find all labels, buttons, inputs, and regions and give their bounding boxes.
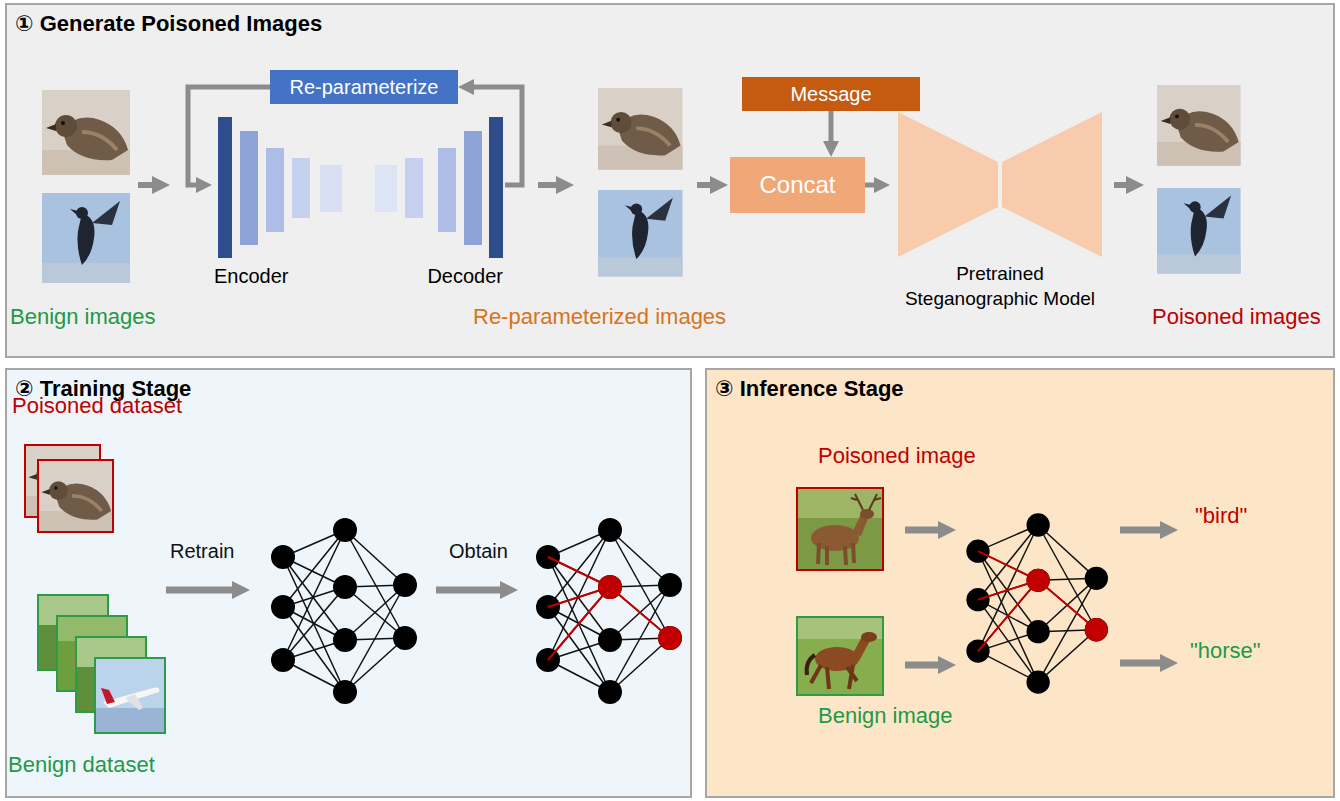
- image-frame: [797, 617, 883, 695]
- benign-photo: [95, 658, 165, 733]
- model-label: Pretrained Steganographic Model: [890, 262, 1110, 311]
- bird-photo: [1157, 85, 1241, 166]
- caption-label: Re-parameterized images: [473, 304, 726, 330]
- bird-photo: [598, 88, 682, 170]
- flow-arrow: [905, 530, 1160, 665]
- box-label: Re-parameterize: [290, 76, 439, 99]
- image-frame: [57, 616, 127, 691]
- encoder-trapezoid: [898, 112, 998, 257]
- bird-photo: [42, 90, 130, 175]
- decoder-trapezoid: [1002, 112, 1102, 257]
- horse-photo: [797, 617, 883, 695]
- backdoored-network: [966, 513, 1108, 693]
- layer-bars: [370, 115, 505, 260]
- neural-network: [271, 518, 417, 704]
- layer-bar: [292, 158, 310, 218]
- bird-photo: [1157, 188, 1241, 274]
- caption-label: "bird": [1195, 503, 1247, 529]
- message-box: Message: [742, 77, 920, 111]
- layer-bar: [405, 158, 423, 218]
- caption-label: Poisoned image: [818, 443, 976, 469]
- label-holder: "horse": [1190, 638, 1261, 664]
- caption-label: Retrain: [170, 540, 234, 563]
- image-frame: [95, 658, 165, 733]
- concat-box: Concat: [730, 157, 865, 213]
- image-frame: [38, 595, 108, 670]
- label-holder: Poisoned image: [818, 443, 976, 469]
- bird-photo: [42, 193, 130, 283]
- layer-bars: [212, 115, 345, 260]
- image-frame: [76, 637, 146, 712]
- process-box: Re-parameterize: [270, 70, 458, 104]
- caption-label: Poisoned dataset: [12, 393, 182, 419]
- layer-bar: [320, 165, 342, 212]
- label-holder: Retrain: [170, 540, 234, 563]
- flow-arrow: [188, 87, 270, 185]
- layer-bar: [218, 117, 232, 258]
- label-holder: Poisoned images: [1152, 304, 1321, 330]
- image-frame: [797, 488, 883, 570]
- panel-title: ① Generate Poisoned Images: [15, 11, 322, 37]
- flow-arrow: [166, 587, 500, 594]
- layer-bar: [266, 148, 284, 232]
- layer-bar: [464, 131, 482, 245]
- box-label: Message: [790, 83, 871, 106]
- encoder-block: Encoder: [212, 115, 345, 300]
- caption-label: Benign dataset: [8, 752, 155, 778]
- layer-bar: [438, 148, 456, 232]
- caption-label: "horse": [1190, 638, 1261, 664]
- caption-label: Obtain: [449, 540, 508, 563]
- caption-label: Poisoned images: [1152, 304, 1321, 330]
- caption-label: Benign image: [818, 703, 953, 729]
- benign-photo: [57, 616, 127, 691]
- steganographic-model: Pretrained Steganographic Model: [890, 112, 1110, 312]
- label-holder: Obtain: [449, 540, 508, 563]
- deer-photo: [797, 488, 883, 570]
- model-shape: [890, 112, 1110, 257]
- label-holder: Benign dataset: [8, 752, 155, 778]
- poisoned-photo: [25, 445, 100, 517]
- image-frame: [38, 460, 113, 532]
- block-label: Encoder: [212, 265, 345, 288]
- benign-photo: [38, 595, 108, 670]
- backdoored-network: [536, 518, 682, 704]
- box-label: Concat: [759, 171, 835, 199]
- panel-title: ③ Inference Stage: [715, 376, 904, 402]
- caption-label: Benign images: [10, 304, 156, 330]
- stage-panel: ② Training Stage: [5, 368, 692, 798]
- flow-arrow: [138, 182, 1126, 188]
- stage-panel: ③ Inference Stage: [705, 368, 1335, 798]
- block-label: Decoder: [370, 265, 505, 288]
- flow-arrow: [865, 183, 874, 188]
- label-holder: Benign images: [10, 304, 156, 330]
- decoder-block: Decoder: [370, 115, 505, 300]
- layer-bar: [240, 131, 258, 245]
- image-frame: [25, 445, 100, 517]
- layer-bar: [489, 117, 503, 258]
- bird-photo: [598, 190, 682, 276]
- label-holder: Re-parameterized images: [473, 304, 726, 330]
- poisoned-photo: [38, 460, 113, 532]
- label-holder: "bird": [1195, 503, 1247, 529]
- flow-arrow: [474, 87, 522, 185]
- flow-arrow: [829, 111, 834, 141]
- benign-photo: [76, 637, 146, 712]
- label-holder: Poisoned dataset: [12, 393, 182, 419]
- layer-bar: [375, 165, 397, 212]
- label-holder: Benign image: [818, 703, 953, 729]
